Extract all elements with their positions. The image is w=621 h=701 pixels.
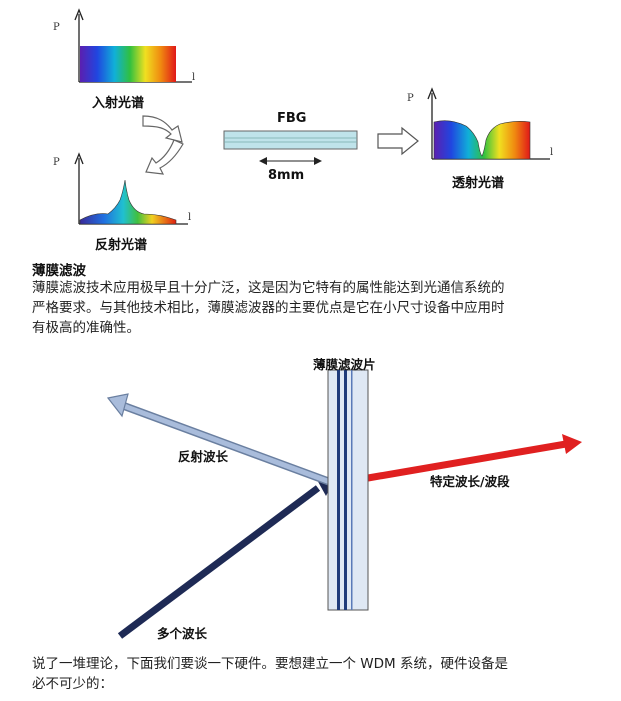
- transmitted-arrow: [367, 434, 582, 482]
- flow-arrows: [142, 115, 184, 175]
- thin-film-filter-plate: [327, 369, 369, 611]
- specific-wavelength-label: 特定波长/波段: [430, 474, 510, 489]
- incident-arrow: [117, 478, 334, 639]
- reflected-axis-l: l: [188, 212, 192, 223]
- filter-label: 薄膜滤波片: [313, 357, 376, 372]
- reflected-spectrum-plot: [74, 152, 188, 225]
- incident-label: 入射光谱: [92, 96, 145, 111]
- reflected-axis-p: P: [53, 157, 60, 168]
- transmit-block-arrow: [377, 126, 419, 156]
- paragraph-line: 薄膜滤波技术应用极早且十分广泛，这是因为它特有的属性能达到光通信系统的: [32, 280, 505, 296]
- reflected-label: 反射光谱: [95, 238, 148, 253]
- fbg-label: FBG: [277, 111, 307, 126]
- fbg-figure: [74, 8, 550, 225]
- reflected-arrow: [106, 393, 332, 486]
- incident-axis-l: l: [192, 72, 196, 83]
- incident-spectrum-plot: [74, 8, 192, 83]
- transmitted-axis-l: l: [550, 147, 554, 158]
- paragraph-line: 严格要求。与其他技术相比，薄膜滤波器的主要优点是它在小尺寸设备中应用时: [32, 300, 505, 316]
- paragraph-line: 有极高的准确性。: [32, 320, 140, 336]
- thin-film-figure: [106, 369, 582, 639]
- incident-axis-p: P: [53, 22, 60, 33]
- multi-wavelength-label: 多个波长: [157, 626, 208, 641]
- transmitted-label: 透射光谱: [452, 176, 505, 191]
- length-label: 8mm: [268, 168, 305, 183]
- closing-line: 说了一堆理论，下面我们要谈一下硬件。要想建立一个 WDM 系统，硬件设备是: [32, 656, 508, 672]
- transmitted-axis-p: P: [407, 93, 414, 104]
- reflected-wavelength-label: 反射波长: [178, 449, 229, 464]
- transmitted-spectrum-plot: [427, 87, 550, 160]
- fbg-fiber: [223, 130, 358, 165]
- closing-line: 必不可少的：: [32, 676, 113, 692]
- section-heading: 薄膜滤波: [32, 263, 86, 279]
